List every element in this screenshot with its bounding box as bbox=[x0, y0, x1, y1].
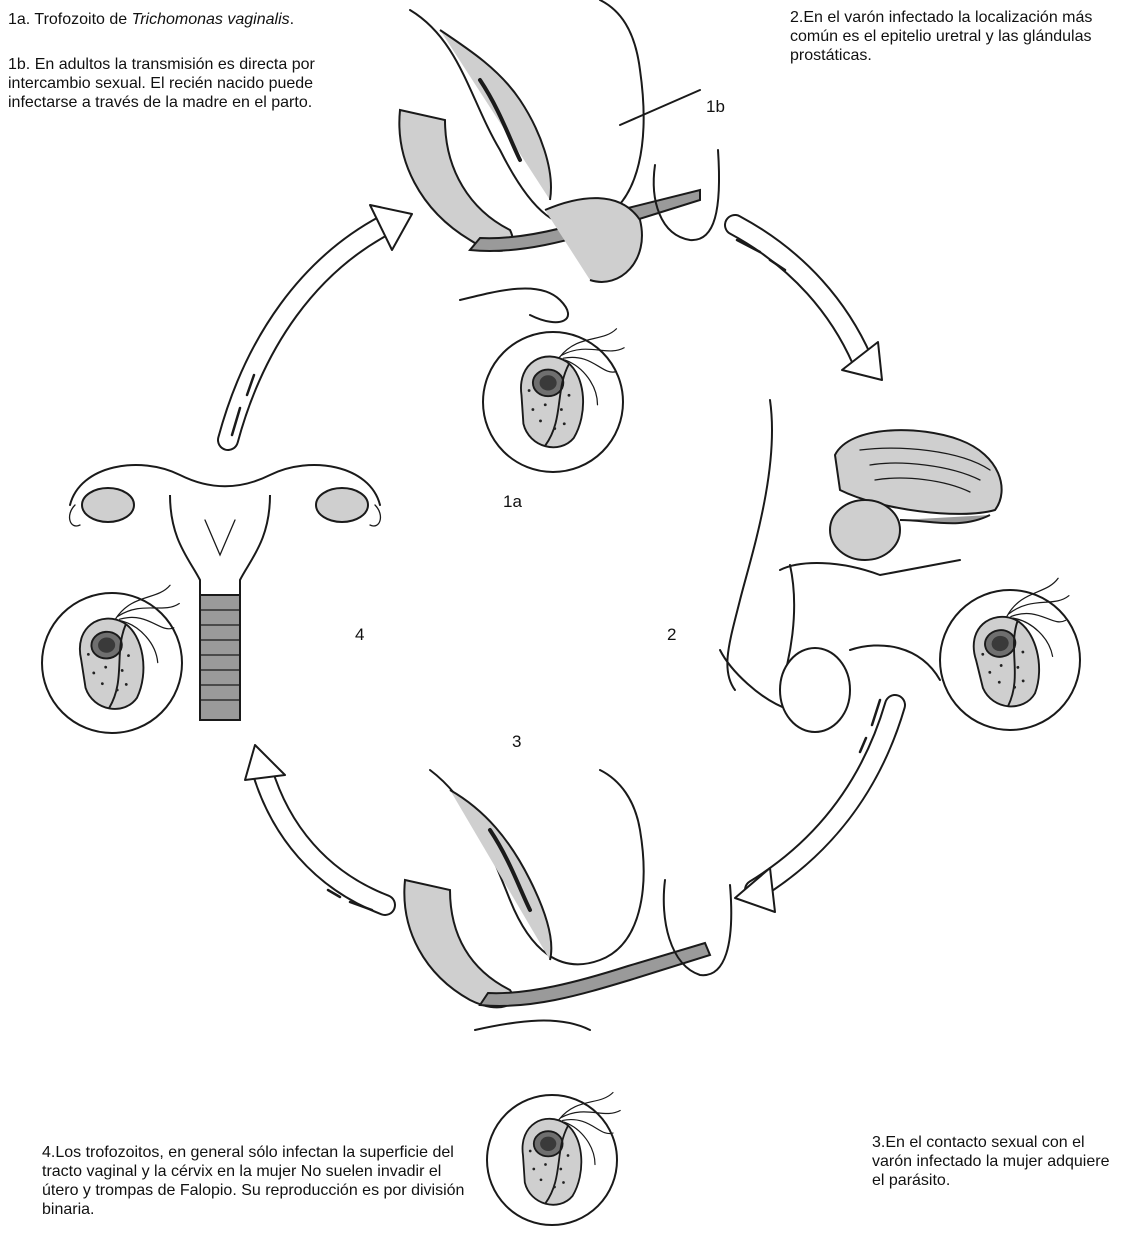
female-pelvis-bottom bbox=[404, 770, 731, 1225]
trophozoite-circle-1a bbox=[483, 329, 624, 472]
female-uterus bbox=[42, 465, 380, 733]
arrow-1b-to-2 bbox=[735, 225, 882, 380]
female-pelvis-top bbox=[399, 0, 719, 322]
arrow-4-to-1b bbox=[228, 205, 412, 440]
male-reproductive-system bbox=[720, 400, 1086, 732]
arrow-3-to-4 bbox=[245, 745, 385, 910]
